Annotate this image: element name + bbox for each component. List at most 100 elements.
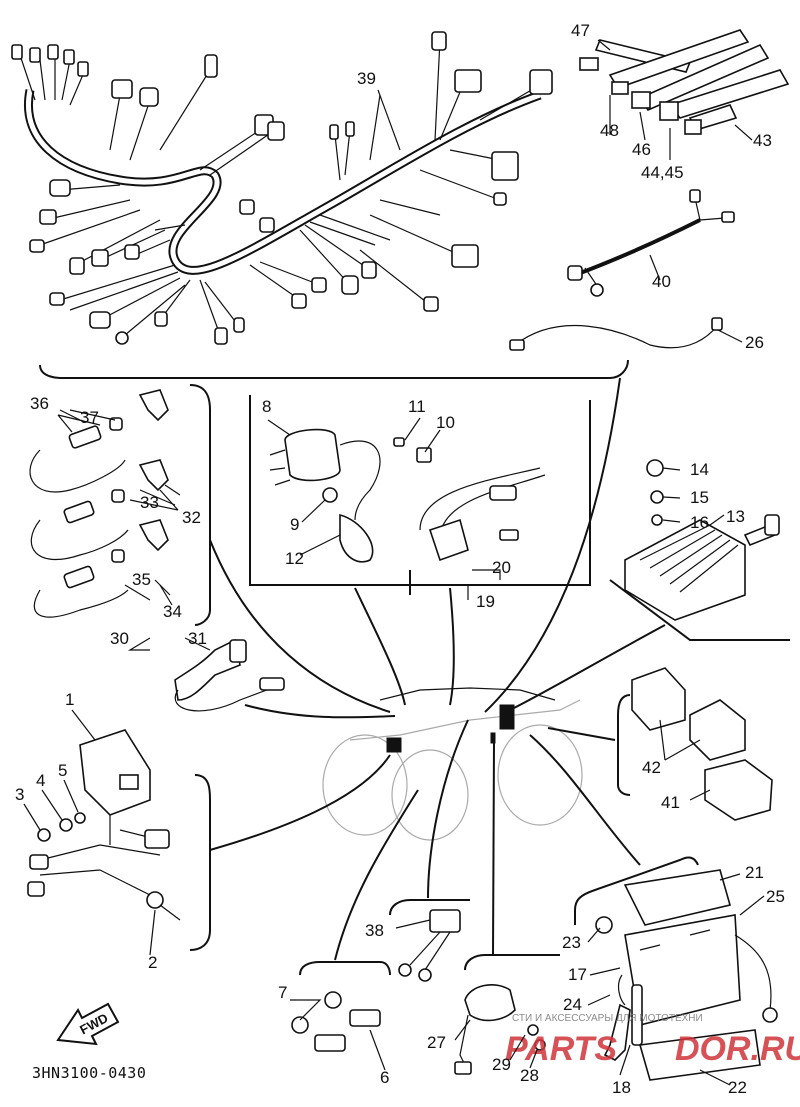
callout-11: 11 [408,397,426,416]
connector-icon [423,296,439,312]
connector-icon [49,292,65,306]
connector-icon [39,209,57,225]
covers-41-42 [617,667,773,821]
callout-7: 7 [278,983,287,1002]
callout-35: 35 [132,570,151,589]
connector-icon [529,69,553,95]
connector-icon [291,293,307,309]
callout-34: 34 [163,602,182,621]
connector-icon [47,44,59,60]
connector-icon [154,311,168,327]
connector-icon [49,179,71,197]
connector-icon [11,44,23,60]
connector-icon [451,244,479,268]
connector-icon [233,317,245,333]
callout-20: 20 [492,558,511,577]
callout-30: 30 [110,629,129,648]
callout-44-45: 44,45 [641,163,684,182]
callout-39: 39 [357,69,376,88]
wire-lead-40 [567,189,735,297]
watermark-main: PARTS [505,1030,617,1068]
callout-2: 2 [148,953,157,972]
callout-10: 10 [436,413,455,432]
connector-icon [77,61,89,77]
connector-icon [345,121,355,137]
callout-16: 16 [690,513,709,532]
location-marker-icon [499,704,515,730]
connector-icon [89,311,111,329]
callout-19: 19 [476,592,495,611]
connector-icon [491,151,519,181]
callout-38: 38 [365,921,384,940]
callout-13: 13 [726,507,745,526]
connector-icon [341,275,359,295]
connector-icon [493,192,507,206]
callout-26: 26 [745,333,764,352]
callout-5: 5 [58,761,67,780]
switch-38-group [389,899,470,982]
callout-36: 36 [30,394,49,413]
relay-group [409,400,591,595]
callout-29: 29 [492,1055,511,1074]
watermark-tagline: СТИ И АКСЕССУАРЫ ДЛЯ МОТОТЕХНИ [512,1013,703,1024]
callout-41: 41 [661,793,680,812]
callout-9: 9 [290,515,299,534]
callout-15: 15 [690,488,709,507]
switch-27-group [454,954,560,1075]
callout-22: 22 [728,1078,747,1097]
connector-icon [329,124,339,140]
connector-icon [214,327,228,345]
main-wire-harness [11,31,553,345]
callout-47: 47 [571,21,590,40]
terminal-icon [115,331,129,345]
cable-straps [579,29,790,135]
callout-8: 8 [262,397,271,416]
connector-icon [454,69,482,93]
battery-group [574,856,778,1081]
callout-43: 43 [753,131,772,150]
rectifier-regulator-group [609,459,790,641]
wire-lead-26 [509,317,723,351]
callout-12: 12 [285,549,304,568]
connector-icon [361,261,377,279]
harness-bracket [39,359,629,379]
connector-icon [29,239,45,253]
watermark-logo: СТИ И АКСЕССУАРЫ ДЛЯ МОТОТЕХНИ PARTS DOR… [505,1013,800,1068]
connector-icon [267,121,285,141]
callout-46: 46 [632,140,651,159]
callout-40: 40 [652,272,671,291]
connector-icon [63,49,75,65]
connector-icon [259,217,275,233]
callout-labels: 1 2 3 4 5 6 7 8 9 10 11 12 13 14 15 16 1… [15,21,785,1097]
watermark-domain: DOR.RU [675,1030,800,1068]
ignition-coil-group [249,395,432,586]
location-marker-icon [386,737,402,753]
callout-17: 17 [568,965,587,984]
connector-icon [204,54,218,78]
callout-24: 24 [563,995,582,1014]
location-marker-icon [490,732,496,744]
diagram-code: 3HN3100-0430 [32,1064,146,1082]
callout-4: 4 [36,771,45,790]
callout-28: 28 [520,1066,539,1085]
connector-icon [239,199,255,215]
fittings-6-7 [291,961,391,1052]
callout-33: 33 [140,493,159,512]
callout-31: 31 [188,629,207,648]
callout-21: 21 [745,863,764,882]
callout-23: 23 [562,933,581,952]
connector-icon [311,277,327,293]
connector-icon [124,244,140,260]
callout-42: 42 [642,758,661,777]
callout-32: 32 [182,508,201,527]
callout-1: 1 [65,690,74,709]
forward-arrow-icon [56,1002,120,1046]
connector-icon [91,249,109,267]
left-wire-leads-group [29,384,285,712]
callout-6: 6 [380,1068,389,1087]
callout-27: 27 [427,1033,446,1052]
callout-18: 18 [612,1078,631,1097]
callout-leaders [23,39,765,1086]
cdi-unit-group [27,729,211,951]
